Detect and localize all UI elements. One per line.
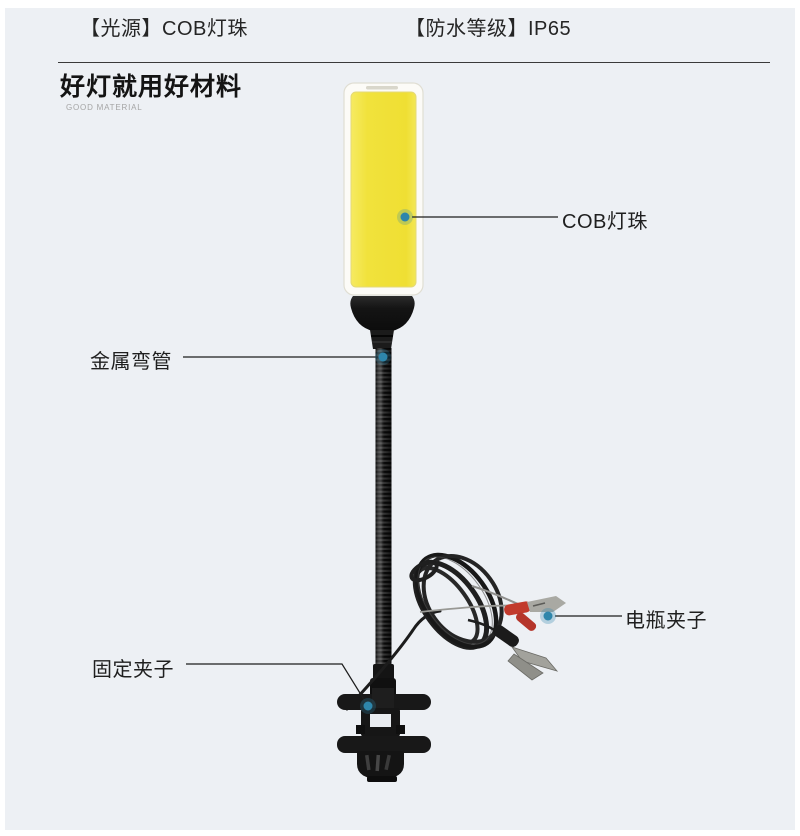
annotation-dot-metal-tube <box>378 352 388 362</box>
annotation-dot-cob <box>400 212 410 222</box>
annotation-dot-fixing-clip <box>363 701 373 711</box>
cob-led-panel <box>350 91 417 288</box>
gooseneck-joint <box>370 330 394 349</box>
annotation-label-fixing-clip: 固定夹子 <box>92 659 174 681</box>
spec-waterproof-rating: 【防水等级】IP65 <box>405 18 572 40</box>
header-divider <box>58 62 770 63</box>
coiled-cable <box>409 552 504 650</box>
battery-clip-black <box>493 625 559 681</box>
annotation-label-cob: COB灯珠 <box>562 211 648 233</box>
gooseneck-tube <box>375 348 392 668</box>
annotation-dot-battery-clip <box>543 611 553 621</box>
battery-clip-red <box>504 596 566 631</box>
lamp-head <box>343 82 424 296</box>
annotation-label-battery-clip: 电瓶夹子 <box>625 610 707 632</box>
section-title: 好灯就用好材料 <box>60 73 243 101</box>
annotation-label-metal-tube: 金属弯管 <box>90 351 172 373</box>
annotation-dots <box>360 209 556 714</box>
leader-line-fixing-clip <box>186 663 369 707</box>
section-subtitle: GOOD MATERIAL <box>66 103 143 112</box>
lamp-neck-dome <box>350 296 415 331</box>
spec-light-source: 【光源】COB灯珠 <box>80 18 248 40</box>
fixing-clamp <box>337 688 431 782</box>
lamp-head-marking <box>366 86 398 90</box>
